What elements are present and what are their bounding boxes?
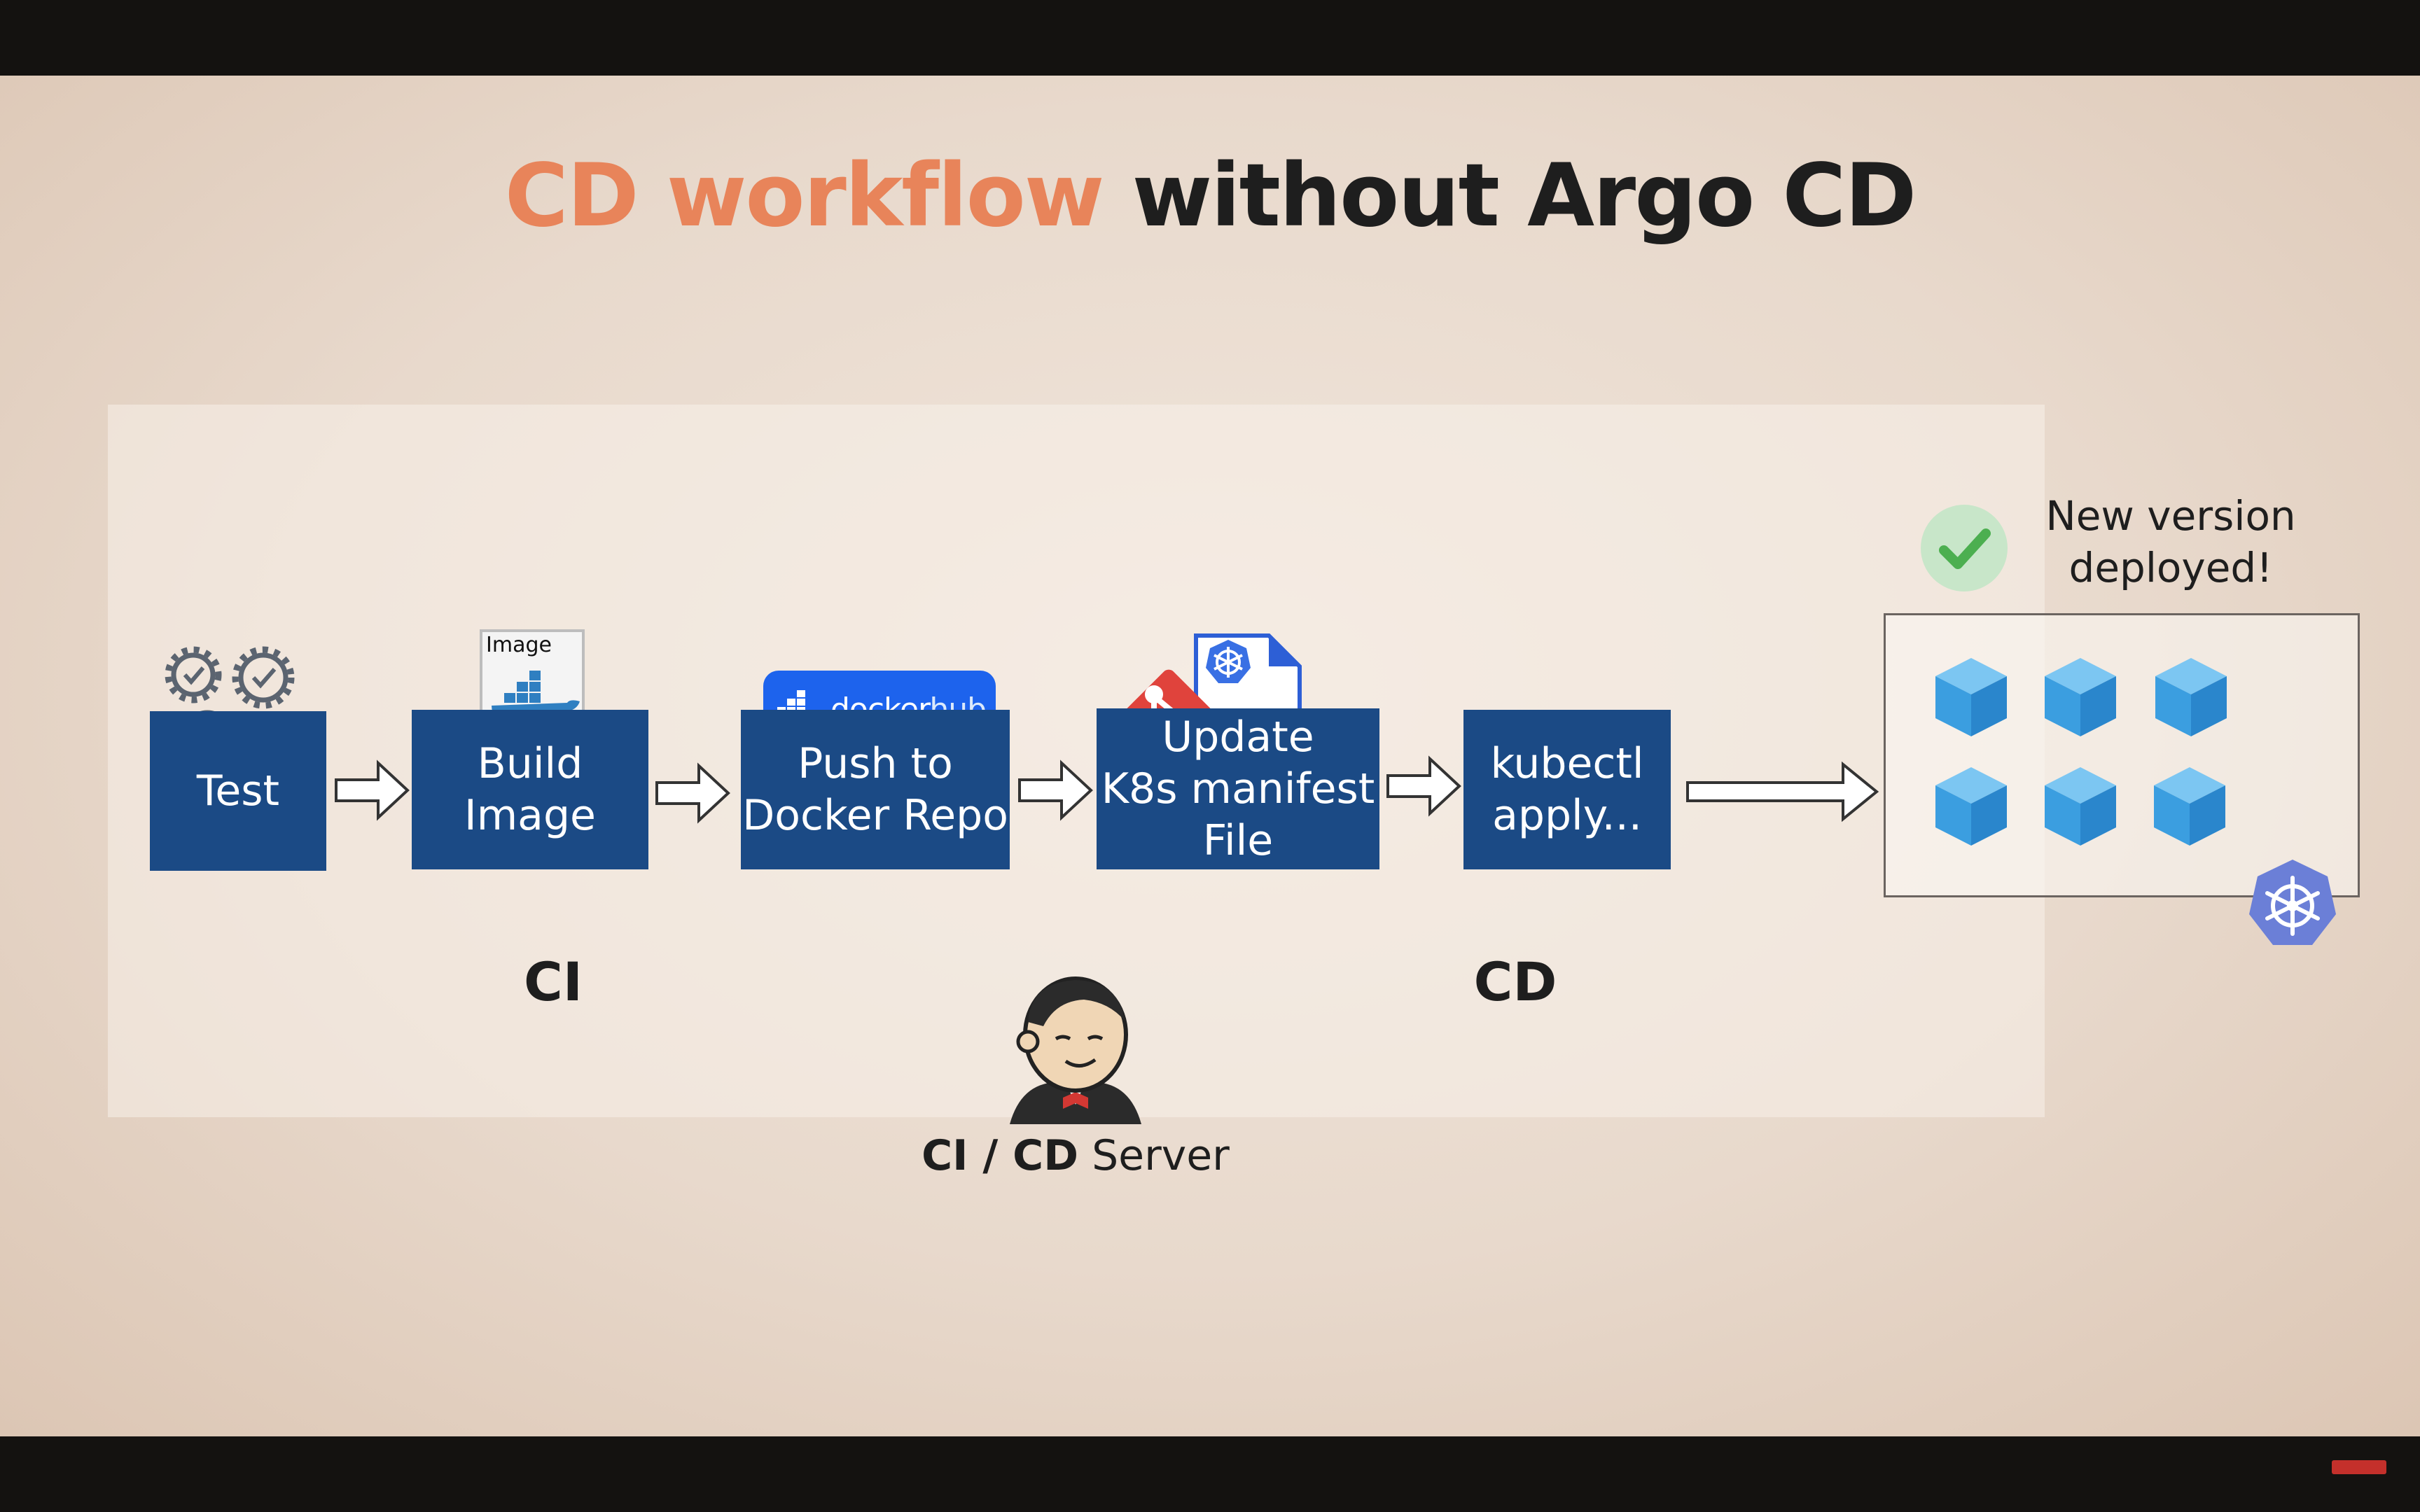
title-rest: without Argo CD xyxy=(1132,146,1917,246)
pod-cube-icon xyxy=(1935,658,2007,736)
phase-cd: CD xyxy=(1473,951,1557,1013)
new-version-deployed-text: New version deployed! xyxy=(2045,492,2296,592)
step-build-image: Build Image xyxy=(412,710,648,869)
step-kubectl-apply: kubectl apply... xyxy=(1463,710,1671,869)
server-bold: CI / CD xyxy=(922,1131,1079,1180)
image-label: Image xyxy=(486,633,552,657)
ci-cd-server-label: CI / CD Server xyxy=(865,1131,1286,1180)
arrow-right-icon xyxy=(1386,755,1461,817)
arrow-right-icon xyxy=(335,760,410,821)
pod-cube-icon xyxy=(2045,767,2116,846)
pod-cube-icon xyxy=(2154,767,2225,846)
kubernetes-helm-icon xyxy=(2249,860,2336,945)
step-test: Test xyxy=(150,711,326,871)
phase-ci: CI xyxy=(523,951,583,1013)
slide: CD workflow without Argo CD xyxy=(0,76,2420,1436)
slide-title: CD workflow without Argo CD xyxy=(0,146,2420,246)
arrow-right-icon xyxy=(1018,760,1093,821)
server-rest: Server xyxy=(1092,1131,1230,1180)
checkmark-icon xyxy=(1921,505,2008,592)
pod-cube-icon xyxy=(2155,658,2227,736)
pod-cube-icon xyxy=(1935,767,2007,846)
jenkins-icon xyxy=(1010,976,1141,1124)
step-update-manifest: Update K8s manifest File xyxy=(1097,708,1379,869)
step-push-docker-repo: Push to Docker Repo xyxy=(741,710,1010,869)
long-arrow-right-icon xyxy=(1686,761,1879,822)
subscribe-badge[interactable] xyxy=(2332,1460,2386,1474)
title-accent: CD workflow xyxy=(504,146,1105,246)
kubernetes-cluster-box xyxy=(1884,613,2360,897)
pod-cube-icon xyxy=(2045,658,2116,736)
arrow-right-icon xyxy=(655,762,730,824)
